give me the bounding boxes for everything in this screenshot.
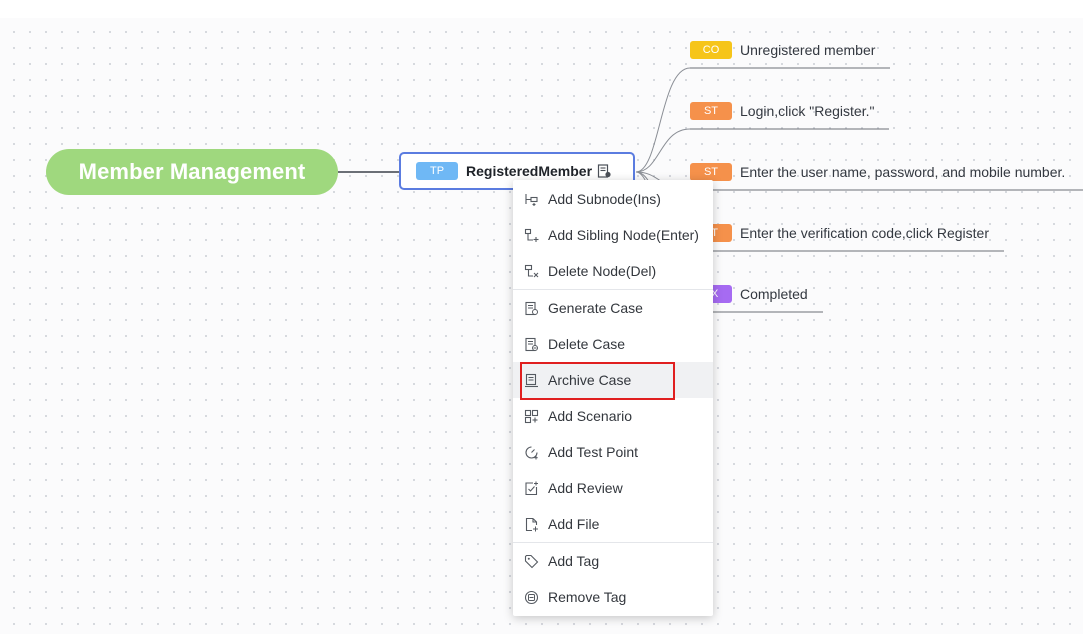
delete-case-icon	[525, 337, 538, 351]
menu-item-add-review[interactable]: Add Review	[513, 470, 713, 506]
menu-item-archive-case[interactable]: Archive Case	[513, 362, 713, 398]
child-node[interactable]: ST Enter the verification code,click Reg…	[690, 222, 989, 244]
menu-item-label: Delete Node(Del)	[548, 263, 657, 279]
menu-item-delete-node[interactable]: Delete Node(Del)	[513, 253, 713, 289]
remove-tag-icon	[524, 590, 539, 604]
menu-item-add-file[interactable]: Add File	[513, 506, 713, 542]
case-document-icon[interactable]	[597, 164, 611, 178]
child-node[interactable]: ST Enter the user name, password, and mo…	[690, 161, 1065, 183]
menu-separator	[513, 542, 713, 543]
add-review-icon	[525, 481, 538, 495]
root-node-label: Member Management	[78, 159, 306, 184]
child-node-text: Enter the user name, password, and mobil…	[740, 164, 1066, 180]
add-test-point-icon	[525, 445, 538, 459]
menu-item-add-tag[interactable]: Add Tag	[513, 543, 713, 579]
menu-item-generate-case[interactable]: Generate Case	[513, 290, 713, 326]
menu-item-label: Add Test Point	[548, 444, 639, 460]
tp-tag: TP	[416, 162, 458, 180]
menu-item-add-scenario[interactable]: Add Scenario	[513, 398, 713, 434]
menu-item-label: Delete Case	[548, 336, 626, 352]
menu-item-label: Archive Case	[548, 372, 632, 388]
add-subnode-icon	[525, 193, 538, 206]
archive-case-icon	[525, 373, 538, 387]
child-node-text: Completed	[740, 286, 808, 302]
menu-item-label: Add File	[548, 516, 600, 532]
menu-item-label: Add Tag	[548, 553, 600, 569]
menu-item-add-sibling-node[interactable]: Add Sibling Node(Enter)	[513, 217, 713, 253]
add-sibling-node-icon	[524, 228, 539, 242]
child-connector	[635, 67, 691, 173]
delete-node-icon	[524, 264, 539, 277]
generate-case-icon	[525, 301, 538, 315]
add-file-icon	[525, 517, 538, 531]
menu-item-delete-case[interactable]: Delete Case	[513, 326, 713, 362]
co-tag: CO	[690, 41, 732, 59]
child-node-text: Enter the verification code,click Regist…	[740, 225, 989, 241]
root-node[interactable]: Member Management	[46, 149, 338, 195]
menu-item-remove-tag[interactable]: Remove Tag	[513, 579, 713, 615]
test-point-label: RegisteredMember	[466, 163, 593, 179]
st-tag: ST	[690, 163, 732, 181]
child-connector	[635, 128, 691, 173]
menu-item-label: Remove Tag	[548, 589, 627, 605]
menu-item-label: Add Sibling Node(Enter)	[548, 227, 699, 243]
context-menu: Add Subnode(Ins) Add Sibling Node(Enter)…	[513, 180, 713, 616]
child-node[interactable]: ST Login,click "Register."	[690, 100, 874, 122]
menu-item-add-subnode[interactable]: Add Subnode(Ins)	[513, 181, 713, 217]
menu-item-label: Add Review	[548, 480, 623, 496]
child-node-text: Unregistered member	[740, 42, 876, 58]
menu-item-label: Add Subnode(Ins)	[548, 191, 661, 207]
child-node-text: Login,click "Register."	[740, 103, 875, 119]
tag-icon	[524, 554, 539, 568]
menu-item-add-test-point[interactable]: Add Test Point	[513, 434, 713, 470]
child-node[interactable]: CO Unregistered member	[690, 39, 875, 61]
menu-item-label: Add Scenario	[548, 408, 633, 424]
add-scenario-icon	[524, 409, 539, 423]
st-tag: ST	[690, 102, 732, 120]
menu-separator	[513, 289, 713, 290]
menu-item-label: Generate Case	[548, 300, 643, 316]
